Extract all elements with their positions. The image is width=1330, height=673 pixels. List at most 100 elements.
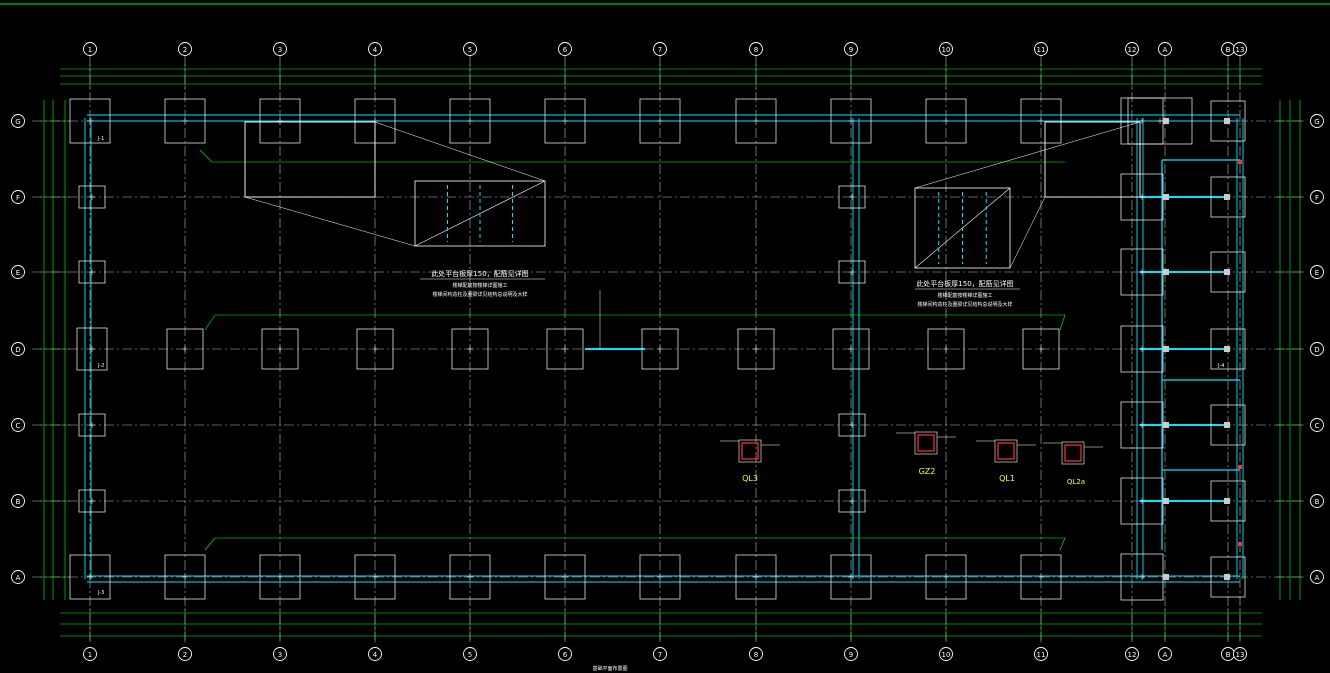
- axis-bubble-7: [653, 647, 667, 661]
- detail-gz2: [917, 434, 935, 452]
- footing-mid: [451, 328, 489, 370]
- footing-bottom: [449, 554, 491, 600]
- axis-bubble-G: [11, 114, 25, 128]
- axis-bubble-label: 13: [1236, 651, 1245, 659]
- footing-bottom: [164, 554, 206, 600]
- projection-line: [914, 121, 1141, 189]
- stair-left-note-line1: 楼梯配筋按楼梯详图施工: [452, 282, 507, 289]
- section-details: [599, 290, 1103, 465]
- stair-detail-left: [414, 180, 546, 247]
- axis-bubble-3: [273, 647, 287, 661]
- projection-line: [1009, 196, 1046, 269]
- axis-bubble-label: 11: [1037, 46, 1046, 54]
- axis-bubble-label: 4: [373, 651, 378, 659]
- column-square: [1163, 269, 1169, 275]
- column-square: [1224, 422, 1230, 428]
- axis-bubble-4: [368, 42, 382, 56]
- projection-line: [244, 196, 416, 247]
- axis-bubble-C: [11, 418, 25, 432]
- axis-bubble-label: B: [16, 498, 21, 506]
- axis-bubble-label: 9: [849, 651, 853, 659]
- column-square: [1224, 118, 1230, 124]
- detail-ql3-outline: [738, 439, 762, 463]
- axis-bubble-label: G: [1314, 118, 1319, 126]
- axis-bubble-label: 7: [658, 651, 662, 659]
- axis-bubble-label: 11: [1037, 651, 1046, 659]
- column-square: [1163, 498, 1169, 504]
- axis-bubble-label: 3: [278, 46, 282, 54]
- axis-bubble-F: [11, 190, 25, 204]
- axis-bubble-5: [463, 42, 477, 56]
- axis-bubble-label: 10: [942, 651, 951, 659]
- footing-mid: [261, 328, 299, 370]
- detail-label-ql1: QL1: [999, 474, 1015, 483]
- leader-row-a: [204, 537, 1066, 551]
- axis-bubble-8: [749, 647, 763, 661]
- accent-marker: [1238, 542, 1242, 546]
- footing-tag-2: J-2: [97, 363, 104, 369]
- footing-right-outer: [1210, 556, 1246, 598]
- axis-bubble-10: [939, 647, 953, 661]
- axis-bubble-D: [1310, 342, 1324, 356]
- footing-center-small: [838, 260, 866, 284]
- axis-bubble-9: [844, 42, 858, 56]
- axis-bubble-label: A: [16, 574, 21, 582]
- axis-bubble-D: [11, 342, 25, 356]
- axis-bubble-5: [463, 647, 477, 661]
- axis-bubble-10: [939, 42, 953, 56]
- axis-bubble-label: 9: [849, 46, 853, 54]
- axis-bubble-4: [368, 647, 382, 661]
- projection-line: [374, 121, 546, 182]
- detail-ql2: [1064, 444, 1082, 462]
- column-square: [1163, 118, 1169, 124]
- axis-bubble-6: [558, 647, 572, 661]
- axis-bubble-label: 8: [754, 46, 758, 54]
- column-footings: [69, 97, 1246, 601]
- footing-right-outer: [1210, 100, 1246, 142]
- footing-bottom: [259, 554, 301, 600]
- axis-bubble-label: F: [1315, 194, 1319, 202]
- axis-bubble-6: [558, 42, 572, 56]
- axis-bubble-12: [1125, 647, 1139, 661]
- axis-bubble-label: 7: [658, 46, 662, 54]
- footing-left-small: [78, 260, 106, 284]
- footing-bottom: [830, 554, 872, 600]
- stair-details: [244, 121, 1141, 290]
- detail-ql3: [741, 442, 759, 460]
- column-square: [1163, 194, 1169, 200]
- footing-top: [830, 98, 872, 144]
- axis-bubble-A: [11, 570, 25, 584]
- column-square: [1224, 269, 1230, 275]
- footing-mid: [1022, 328, 1060, 370]
- axis-bubble-label: F: [16, 194, 20, 202]
- footing-center-small: [838, 489, 866, 513]
- axis-bubble-7: [653, 42, 667, 56]
- axis-bubble-B: [1310, 494, 1324, 508]
- column-square: [1163, 422, 1169, 428]
- footing-bottom: [639, 554, 681, 600]
- axis-bubble-label: 10: [942, 46, 951, 54]
- footing-bottom: [1020, 554, 1062, 600]
- axis-bubble-label: E: [16, 269, 20, 277]
- axis-bubble-label: D: [15, 346, 20, 354]
- detail-gz2-outline: [914, 431, 938, 455]
- footing-top: [69, 98, 111, 144]
- footing-right-outer: [1210, 480, 1246, 522]
- footing-left-small: [78, 489, 106, 513]
- axis-bubble-label: 3: [278, 651, 282, 659]
- axis-bubble-E: [1310, 265, 1324, 279]
- footing-center-small: [838, 185, 866, 209]
- axis-bubble-label: 12: [1128, 651, 1137, 659]
- stair-right-note-line2: 楼梯间构造柱及圈梁详见结构总说明及大样: [917, 301, 1012, 308]
- axis-bubble-label: B: [1315, 498, 1320, 506]
- axis-bubble-F: [1310, 190, 1324, 204]
- footing-mid: [832, 328, 870, 370]
- axis-bubble-12: [1125, 42, 1139, 56]
- stair-detail-right: [914, 187, 1011, 269]
- footing-right-outer: [1210, 328, 1246, 370]
- detail-ql2-outline: [1061, 441, 1085, 465]
- footing-top: [164, 98, 206, 144]
- footing-top: [259, 98, 301, 144]
